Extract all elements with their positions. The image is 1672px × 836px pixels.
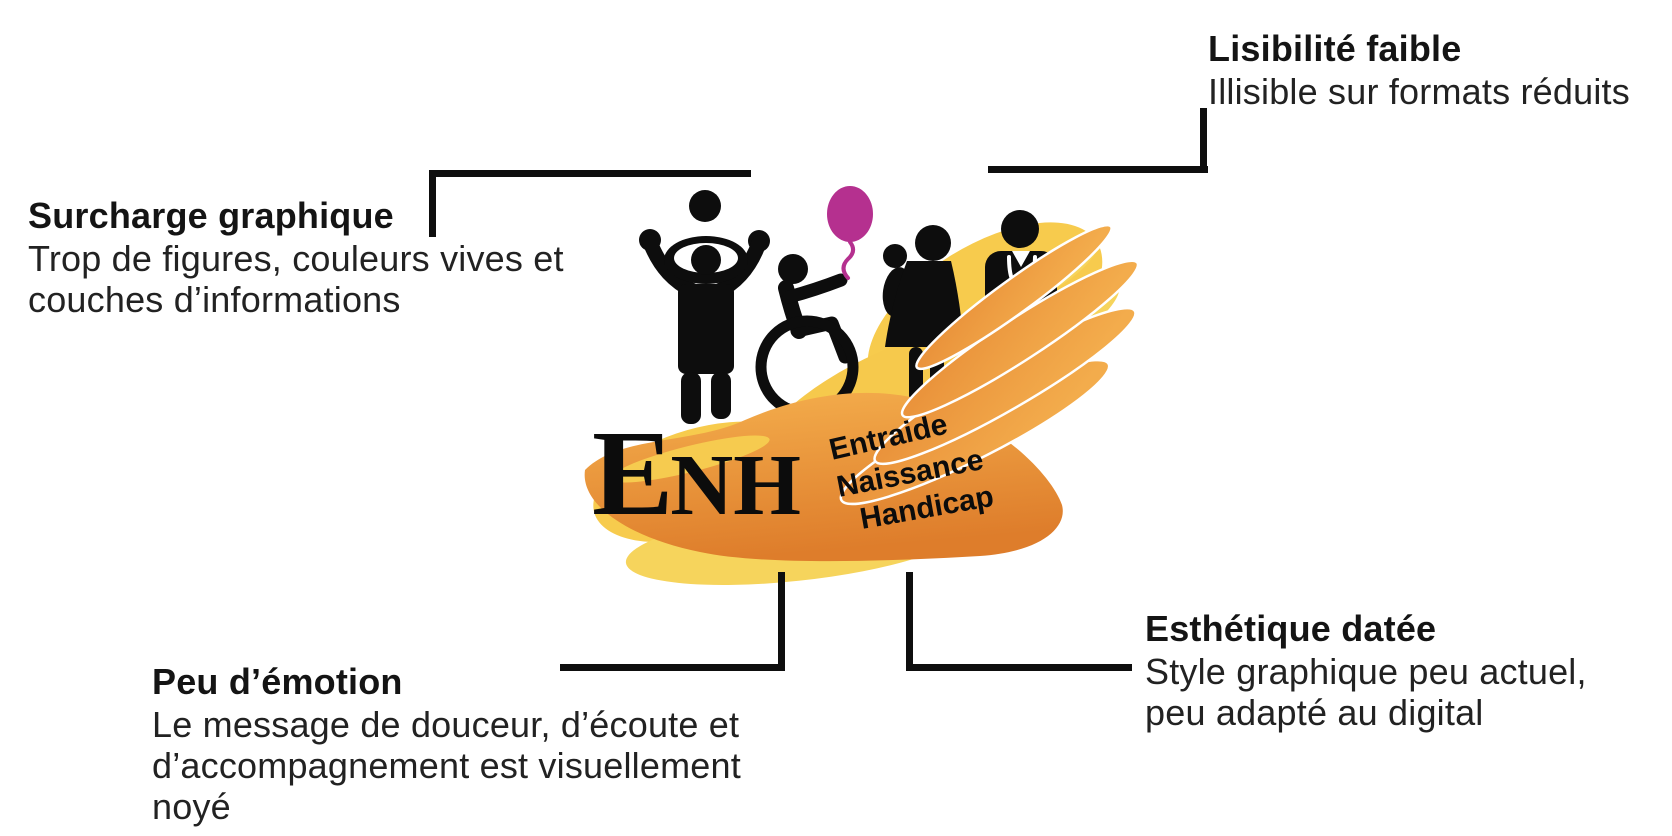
logo-word-naissance: Naissance: [834, 443, 986, 504]
balloon-icon: [827, 186, 873, 280]
parent-with-child-icon: [639, 190, 770, 424]
hand-front-orange-shape: [584, 223, 1140, 562]
connector-surcharge-horizontal: [429, 170, 751, 177]
annotation-esthetique-title: Esthétique datée: [1145, 608, 1437, 649]
annotation-surcharge: Surcharge graphique Trop de figures, cou…: [28, 194, 564, 320]
annotation-esthetique-line: peu adapté au digital: [1145, 692, 1484, 733]
connector-emotion-horizontal: [560, 664, 785, 671]
annotation-surcharge-title: Surcharge graphique: [28, 195, 394, 236]
annotation-lisibilite-line: Illisible sur formats réduits: [1208, 71, 1630, 112]
stethoscope-icon: [1007, 255, 1037, 293]
connector-esthetique-vertical: [906, 572, 913, 671]
annotation-emotion-line: noyé: [152, 786, 231, 827]
annotation-surcharge-line: Trop de figures, couleurs vives et: [28, 238, 564, 279]
annotation-esthetique: Esthétique datée Style graphique peu act…: [1145, 607, 1587, 733]
doctor-icon: [985, 210, 1057, 409]
annotation-lisibilite-title: Lisibilité faible: [1208, 28, 1462, 69]
annotation-lisibilite: Lisibilité faible Illisible sur formats …: [1208, 27, 1630, 112]
thumb-highlight-shape: [610, 435, 770, 483]
annotation-emotion-line: Le message de douceur, d’écoute et: [152, 704, 740, 745]
mother-carrying-baby-icon: [882, 225, 964, 405]
logo-word-entraide: Entraide: [826, 408, 950, 467]
connector-esthetique-horizontal: [906, 664, 1132, 671]
connector-emotion-vertical: [778, 572, 785, 668]
annotation-emotion: Peu d’émotion Le message de douceur, d’é…: [152, 660, 741, 827]
connector-lisibilite-vertical: [1200, 108, 1207, 173]
annotation-emotion-title: Peu d’émotion: [152, 661, 403, 702]
logo-wordmark: ENH Entraide Naissance Handicap: [592, 406, 996, 541]
connector-lisibilite-horizontal: [988, 166, 1208, 173]
logo-word-handicap: Handicap: [857, 480, 996, 536]
connector-surcharge-vertical: [429, 172, 436, 237]
annotation-esthetique-line: Style graphique peu actuel,: [1145, 651, 1587, 692]
wheelchair-user-icon: [755, 254, 859, 419]
annotation-surcharge-line: couches d’informations: [28, 279, 401, 320]
hand-back-yellow-shape: [593, 222, 1120, 585]
logo-acronym: ENH: [592, 406, 801, 541]
annotation-emotion-line: d’accompagnement est visuellement: [152, 745, 741, 786]
